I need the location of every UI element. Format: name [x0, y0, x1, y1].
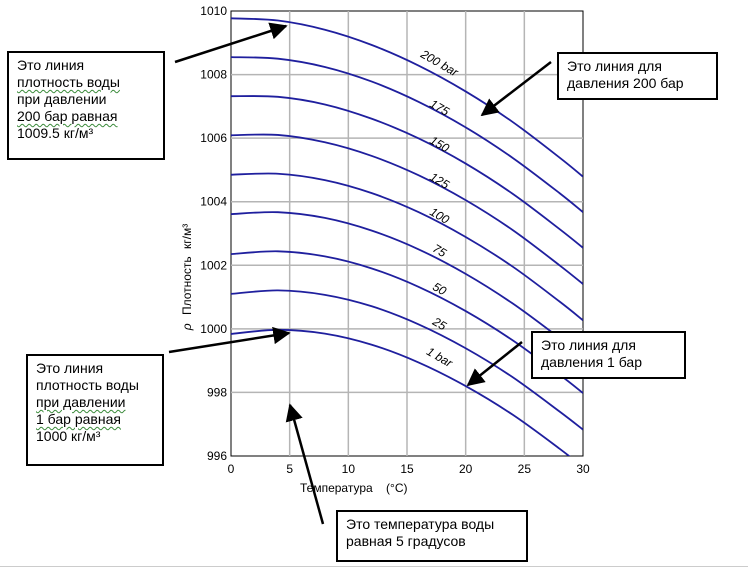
- y-tick-label: 1004: [200, 195, 227, 209]
- y-tick-label: 1002: [200, 258, 227, 272]
- callout-200-bar-line: Это линия для давления 200 бар: [557, 52, 718, 100]
- x-tick-label: 30: [576, 462, 590, 476]
- x-tick-label: 5: [286, 462, 293, 476]
- chart-grid: [230, 10, 584, 457]
- x-tick-label: 20: [459, 462, 473, 476]
- curve-150: [231, 95, 583, 249]
- y-axis-title: ρ Плотность кг/м³: [180, 224, 194, 332]
- arrow-bottom: [285, 403, 325, 525]
- y-tick-label: 998: [207, 385, 227, 399]
- x-tick-label: 15: [400, 462, 414, 476]
- curve-100: [231, 172, 583, 321]
- y-tick-label: 1006: [200, 131, 227, 145]
- annotation-arrows: [168, 22, 552, 525]
- curve-125: [231, 133, 583, 285]
- y-tick-label: 1000: [200, 322, 227, 336]
- y-axis-ticks: 996 998 1000 1002 1004 1006 1008 1010: [200, 4, 227, 463]
- callout-1-bar-density: Это линия плотность воды при давлении 1 …: [26, 354, 164, 466]
- y-tick-label: 996: [207, 449, 227, 463]
- curve-1-bar: [231, 328, 571, 456]
- curve-75: [231, 211, 583, 358]
- x-axis-title: Температура (°C): [300, 481, 408, 495]
- callout-1-bar-line: Это линия для давления 1 бар: [531, 331, 686, 379]
- curve-200-bar: [231, 17, 583, 178]
- bottom-divider: [0, 566, 748, 567]
- curve-label: 25: [429, 314, 449, 333]
- arrow-mid-left: [168, 326, 291, 354]
- y-tick-label: 1010: [200, 4, 227, 18]
- y-tick-label: 1008: [200, 68, 227, 82]
- arrow-top-left: [174, 22, 288, 64]
- curve-label: 50: [430, 279, 449, 298]
- callout-temperature-5: Это температура воды равная 5 градусов: [336, 510, 528, 562]
- x-tick-label: 0: [228, 462, 235, 476]
- x-axis-ticks: 0 5 10 15 20 25 30: [228, 462, 590, 476]
- x-tick-label: 10: [342, 462, 356, 476]
- arrow-mid-right: [466, 341, 523, 387]
- curve-label: 75: [430, 241, 449, 260]
- callout-200-bar-density: Это линия плотность воды при давлении 20…: [7, 51, 165, 160]
- curve-175: [231, 56, 583, 213]
- curve-25: [231, 289, 583, 431]
- arrow-top-right: [480, 61, 552, 117]
- x-tick-label: 25: [518, 462, 532, 476]
